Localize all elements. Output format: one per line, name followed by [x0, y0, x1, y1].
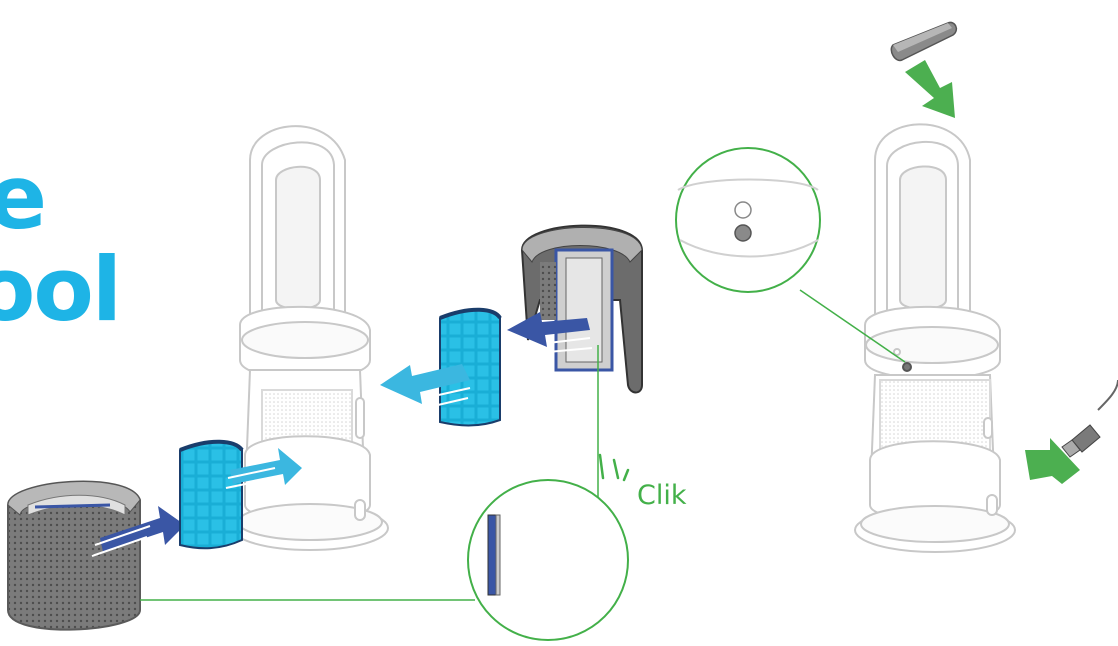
- click-label: Clik: [637, 480, 687, 511]
- filter-shroud-icon: [7, 480, 141, 631]
- headline-line-2: ool: [0, 240, 120, 340]
- purifier-device-right: [854, 123, 1016, 553]
- arrow-dark-blue-left: [91, 506, 185, 557]
- hepa-filter-icon: [179, 439, 244, 550]
- inner-housing-icon: [520, 224, 643, 394]
- arrow-light-blue-bottom: [225, 448, 302, 489]
- zoom-callout-top: [675, 147, 906, 363]
- remote-control-icon: [890, 21, 958, 62]
- arrow-dark-blue-top: [507, 312, 593, 353]
- arrow-right-green: [1025, 438, 1080, 484]
- arrow-light-blue-top: [380, 364, 471, 409]
- headline-line-1: e: [0, 148, 45, 248]
- purifier-device-left: [231, 125, 389, 551]
- zoom-callout-click: [467, 345, 630, 641]
- carbon-filter-icon: [439, 307, 502, 427]
- arrow-down-green: [905, 60, 955, 118]
- power-plug-icon: [1061, 379, 1118, 458]
